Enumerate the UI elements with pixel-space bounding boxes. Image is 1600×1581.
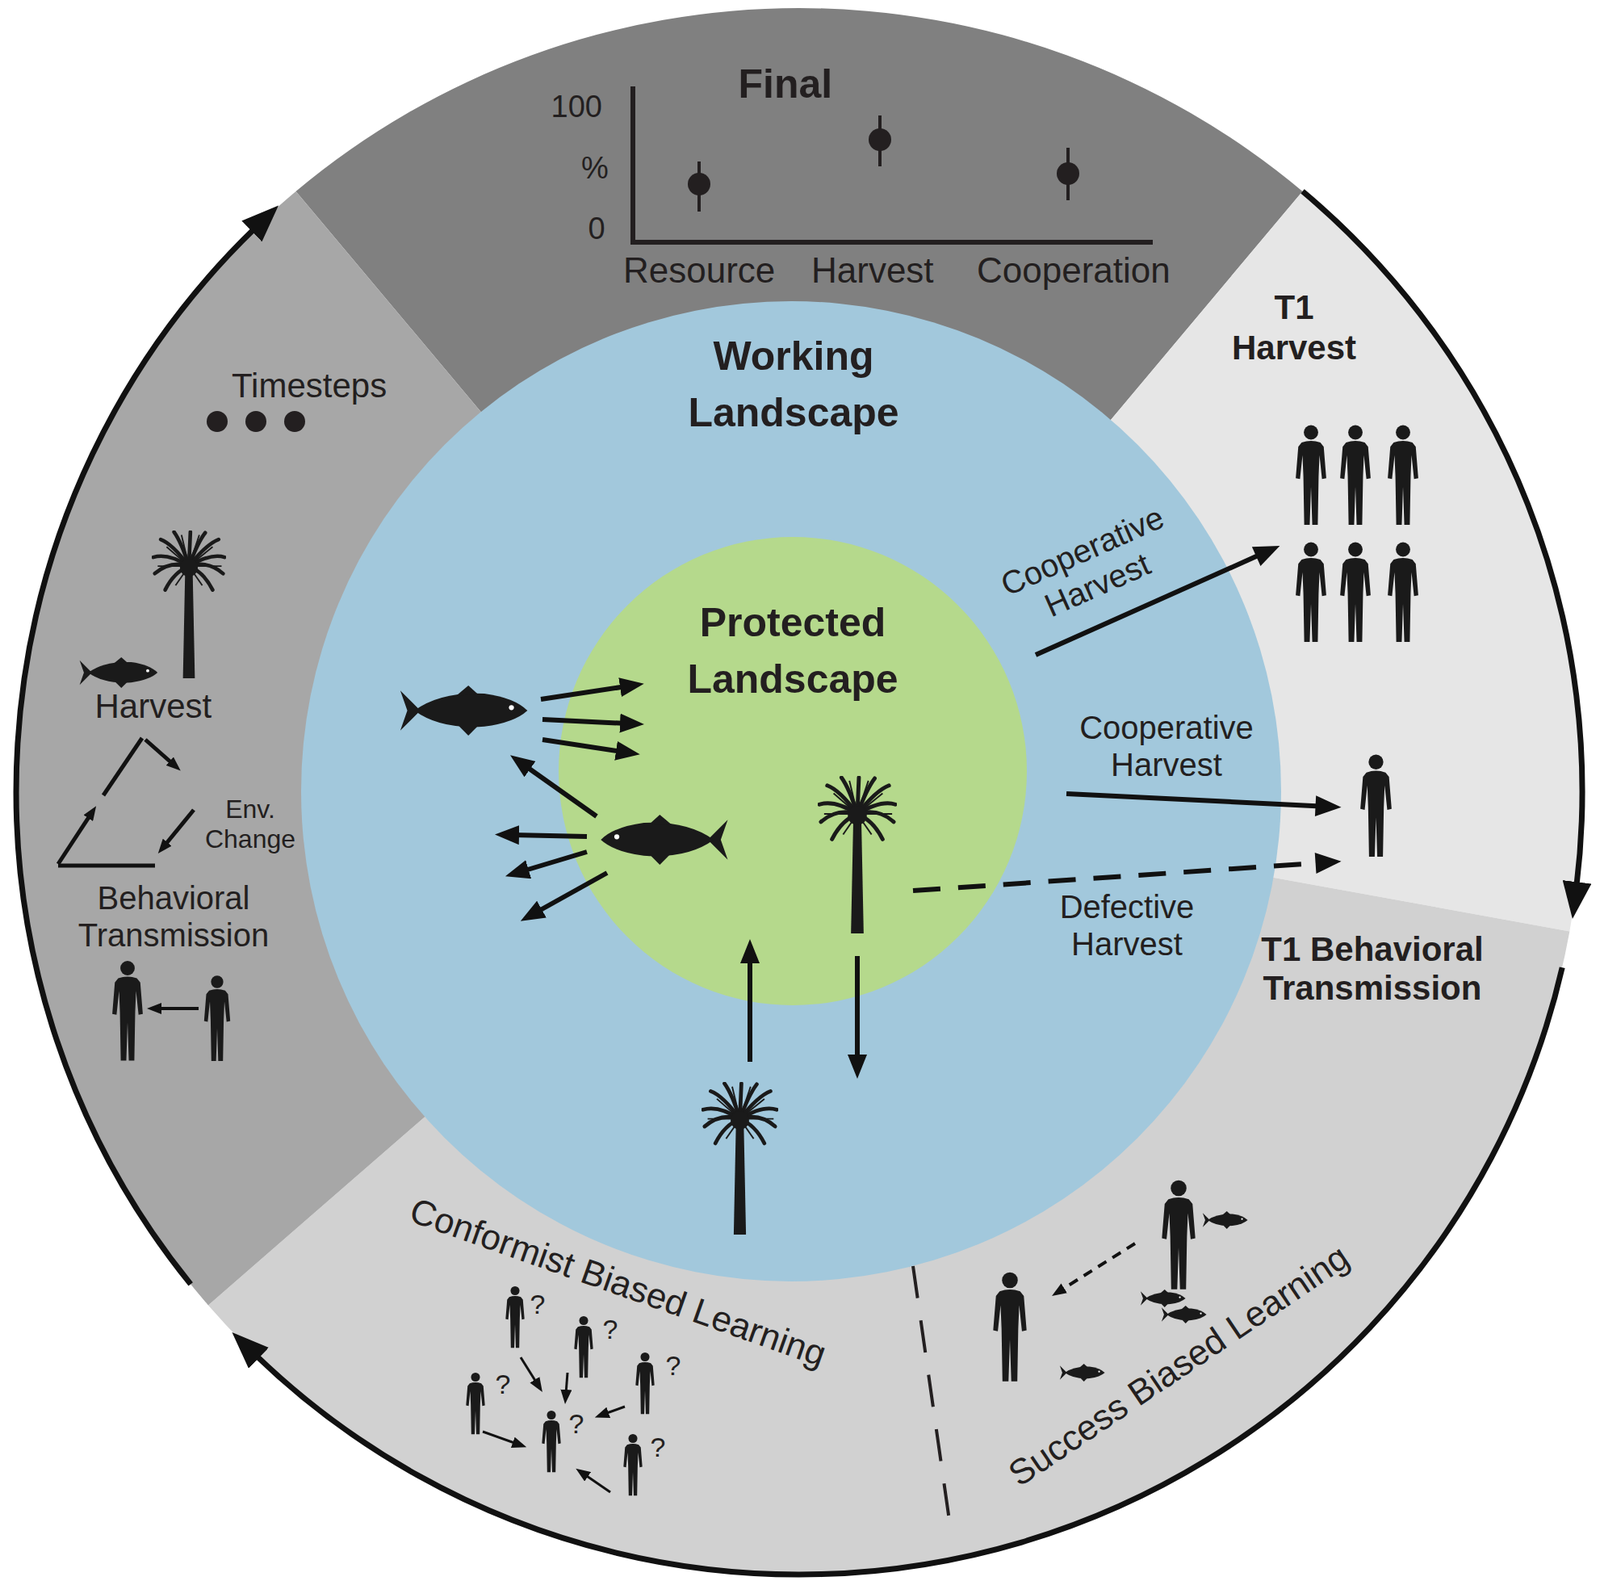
cycle-label: Harvest — [95, 686, 213, 727]
edge-label: Cooperative Harvest — [986, 494, 1194, 641]
working-landscape-circle: Working LandscapeProtected Landscape — [301, 301, 1282, 1282]
learning-arrow — [565, 1372, 568, 1394]
axis-category: Resource — [623, 249, 775, 293]
movement-arrow — [512, 834, 587, 837]
question-mark: ? — [569, 1407, 585, 1441]
axis-unit: % — [581, 150, 609, 188]
timestep-dot — [284, 410, 306, 432]
final-band: Final — [295, 8, 1303, 446]
band-label: Success Biased Learning — [1000, 1235, 1357, 1495]
timesteps-band: TimestepsHarvestEnv. ChangeBehavioral Tr… — [16, 190, 510, 1306]
working-landscape-circle-shape — [301, 301, 1282, 1282]
question-mark: ? — [495, 1367, 511, 1401]
question-mark: ? — [665, 1348, 682, 1383]
edge-label: Cooperative Harvest — [1069, 708, 1264, 784]
question-mark: ? — [530, 1287, 546, 1321]
transmission-arrow — [157, 1006, 199, 1010]
question-mark: ? — [650, 1430, 666, 1464]
cycle-label: Behavioral Transmission — [68, 879, 279, 954]
chart-point — [868, 128, 892, 151]
movement-arrow — [854, 955, 860, 1061]
movement-arrow — [747, 956, 753, 1062]
band-title: T1 Harvest — [1213, 287, 1375, 369]
working-landscape-circle-fill — [301, 301, 1282, 1282]
timestep-dot — [206, 410, 228, 432]
chart-point — [1056, 162, 1080, 185]
edge-label: Defective Harvest — [1030, 887, 1224, 963]
cycle-segment — [58, 863, 155, 868]
band-title: T1 Behavioral Transmission — [1251, 929, 1494, 1009]
band-label: Conformist Biased Learning — [403, 1188, 831, 1375]
protected-landscape-circle: Protected Landscape — [558, 536, 1027, 1006]
timestep-dot — [245, 410, 267, 432]
axis-category: Harvest — [811, 249, 935, 293]
axis-category: Cooperation — [976, 249, 1171, 293]
protected-landscape-circle-fill — [558, 536, 1027, 1006]
axis-tick: 100 — [551, 88, 603, 126]
axis-tick: 0 — [588, 210, 606, 248]
chart-point — [687, 172, 711, 196]
timesteps-band-shape — [16, 190, 510, 1306]
cycle-label: Env. Change — [197, 794, 303, 855]
transmission-band: T1 Behavioral TransmissionSuccess Biased… — [207, 871, 1571, 1575]
question-mark: ? — [603, 1312, 619, 1346]
chart-title: Final — [738, 59, 834, 109]
region-title: Working Landscape — [664, 327, 923, 441]
band-label: Timesteps — [231, 365, 387, 407]
region-title: Protected Landscape — [671, 594, 914, 708]
